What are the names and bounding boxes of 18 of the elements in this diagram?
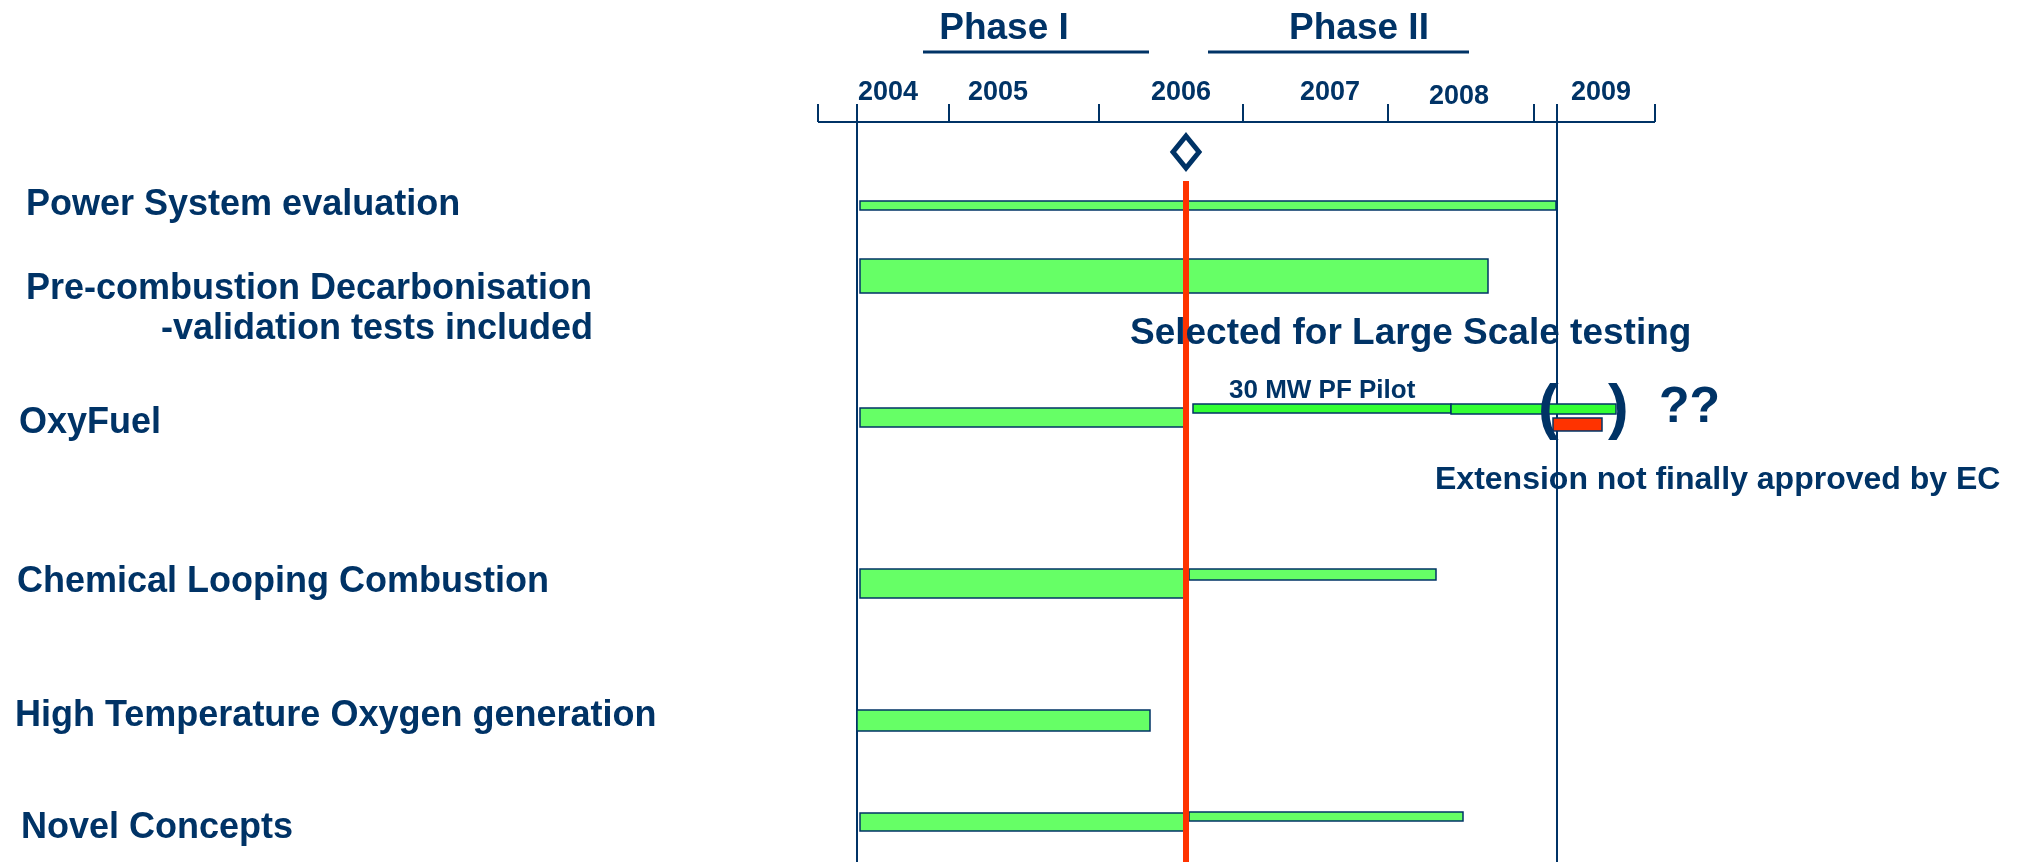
year-label: 2007 bbox=[1299, 77, 1361, 107]
year-label: 2006 bbox=[1150, 77, 1212, 107]
bar-label: 30 MW PF Pilot bbox=[1229, 374, 1416, 404]
phase-label: Phase I bbox=[939, 6, 1069, 48]
row-label: OxyFuel bbox=[19, 401, 162, 441]
row-label: Pre-combustion Decarbonisation -validation tests included bbox=[26, 267, 595, 347]
row-label: Power System evaluation bbox=[26, 183, 461, 223]
bracket-text: ) bbox=[1608, 371, 1629, 441]
row-label: Novel Concepts bbox=[21, 806, 294, 846]
row-label: High Temperature Oxygen generation bbox=[15, 694, 657, 734]
year-label: 2009 bbox=[1570, 77, 1632, 107]
row-label: Chemical Looping Combustion bbox=[17, 560, 549, 600]
phase-label: Phase II bbox=[1289, 6, 1429, 48]
bracket-text: ( bbox=[1538, 371, 1559, 441]
question-marks: ?? bbox=[1659, 377, 1721, 433]
year-label: 2008 bbox=[1428, 81, 1490, 111]
year-label: 2004 bbox=[857, 77, 919, 107]
year-label: 2005 bbox=[967, 77, 1029, 107]
